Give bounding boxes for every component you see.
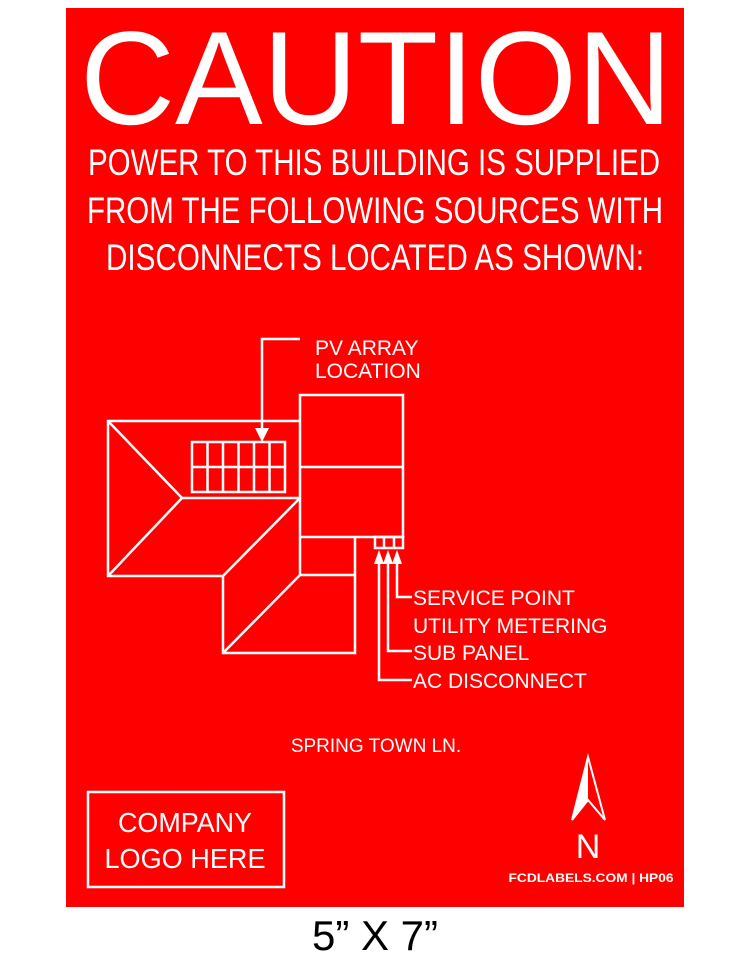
company-logo-placeholder: COMPANY LOGO HERE — [86, 790, 286, 889]
building-outline — [106, 393, 405, 655]
street-label: SPRING TOWN LN. — [291, 736, 461, 757]
pv-array-panels — [190, 440, 287, 494]
message-line-2: FROM THE FOLLOWING SOURCES WITH — [87, 190, 663, 231]
pv-array-pointer — [255, 337, 300, 442]
sign-background — [66, 8, 684, 907]
site-diagram: PV ARRAY LOCATION SERVICE POINT UTILITY … — [106, 337, 607, 757]
equipment-boxes — [373, 535, 405, 550]
logo-placeholder-line-1: COMPANY — [118, 807, 252, 838]
callout-ac-disconnect: AC DISCONNECT — [413, 670, 587, 693]
pv-array-label-line-1: PV ARRAY — [315, 337, 418, 360]
logo-placeholder-line-2: LOGO HERE — [105, 843, 266, 874]
message-line-3: DISCONNECTS LOCATED AS SHOWN: — [106, 237, 644, 278]
caution-heading: CAUTION — [80, 5, 672, 153]
size-caption: 5” X 7” — [312, 912, 438, 959]
footer-brand: FCDLABELS.COM | HP06 — [509, 871, 674, 885]
north-arrow-icon: N — [571, 753, 606, 866]
callout-sub-panel: SUB PANEL — [413, 642, 529, 665]
message-line-1: POWER TO THIS BUILDING IS SUPPLIED — [88, 142, 660, 183]
north-label: N — [576, 828, 601, 866]
pv-array-label-line-2: LOCATION — [315, 360, 421, 383]
equipment-callout-arrows — [374, 550, 412, 682]
callout-service-point: SERVICE POINT — [413, 587, 575, 610]
callout-utility-metering: UTILITY METERING — [413, 615, 607, 638]
